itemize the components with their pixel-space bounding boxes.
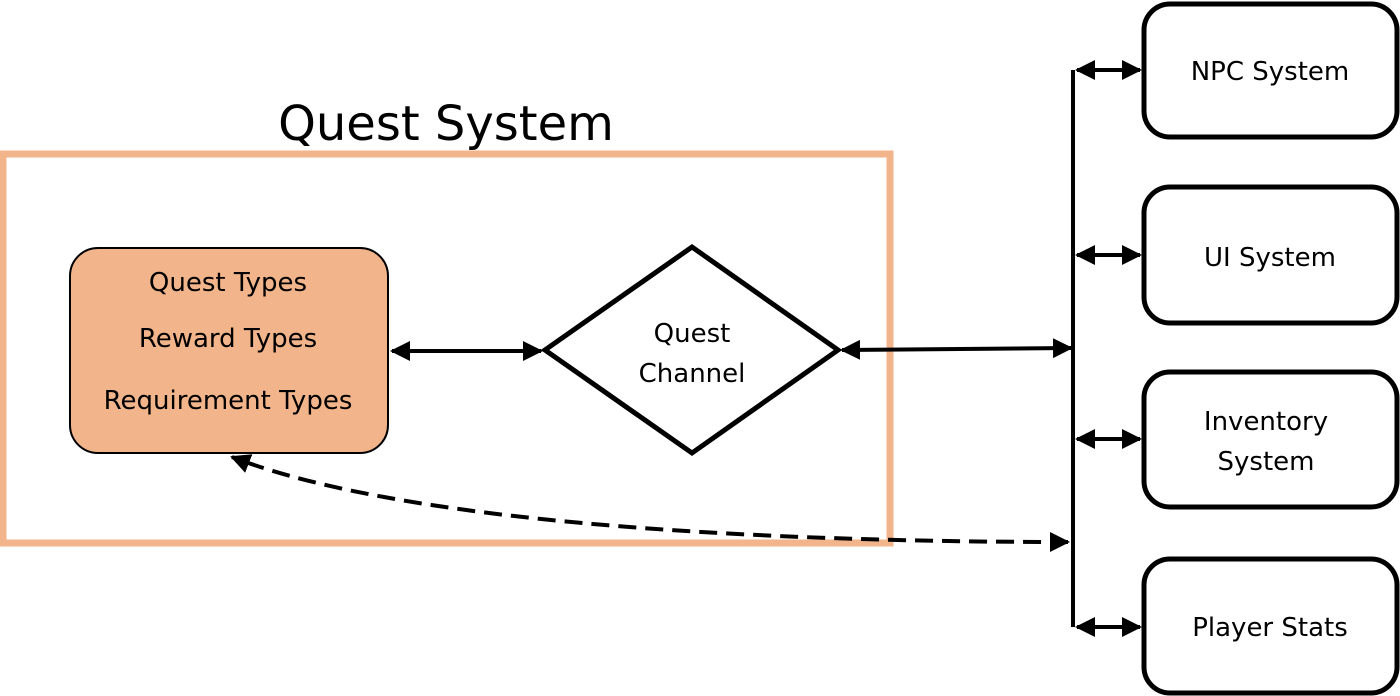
ui-system-box bbox=[1141, 184, 1400, 326]
player-stats-label: Player Stats bbox=[1192, 613, 1348, 643]
quest-types-label: Quest Types bbox=[149, 268, 307, 298]
requirement-types-label: Requirement Types bbox=[104, 386, 353, 416]
npc-system-box bbox=[1141, 1, 1400, 140]
player-stats-box bbox=[1141, 556, 1400, 696]
inventory-system-box bbox=[1141, 369, 1400, 510]
types-box bbox=[69, 247, 389, 454]
quest-channel-diamond bbox=[540, 243, 843, 457]
dashed-feedback-arrow bbox=[230, 454, 1070, 552]
inventory-system-label-line2: System bbox=[1218, 447, 1315, 477]
npc-system-label: NPC System bbox=[1191, 57, 1350, 87]
reward-types-label: Reward Types bbox=[139, 324, 317, 354]
quest-channel-label-line1: Quest bbox=[654, 319, 731, 349]
diagram-title: Quest System bbox=[278, 96, 614, 152]
ui-system-label: UI System bbox=[1204, 243, 1336, 273]
channel-bus-arrow bbox=[840, 338, 1073, 360]
inventory-system-label-line1: Inventory bbox=[1204, 407, 1328, 437]
quest-channel-label-line2: Channel bbox=[639, 359, 746, 389]
